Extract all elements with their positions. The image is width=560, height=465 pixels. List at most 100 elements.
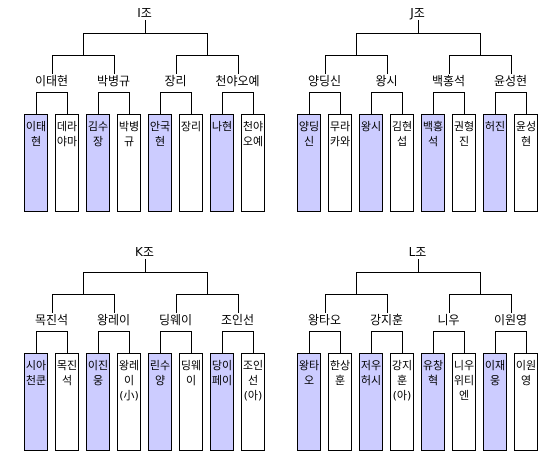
- player-name: 이진웅: [87, 359, 109, 387]
- bracket-line: [448, 294, 450, 320]
- bracket-line: [526, 331, 527, 353]
- semifinal-winner-label: 왕타오: [289, 313, 360, 327]
- player-box: 데라야마: [55, 114, 79, 212]
- bracket-line: [464, 92, 465, 114]
- bracket-line: [144, 19, 146, 33]
- bracket-line: [355, 272, 481, 273]
- player-name: 윤성현: [515, 120, 537, 148]
- semifinal-winner-label: 강지훈: [351, 313, 422, 327]
- bracket-line: [98, 92, 99, 114]
- bracket-line: [355, 33, 357, 55]
- player-box: 안국현: [148, 114, 172, 212]
- player-box: 이진웅: [86, 353, 110, 451]
- semifinal-winner-label: 윤성현: [475, 74, 546, 88]
- player-box: 권형진: [452, 114, 476, 212]
- bracket-line: [36, 92, 37, 114]
- player-box: 이원영: [514, 353, 538, 451]
- player-box: 조인선(아): [241, 353, 265, 451]
- bracket-line: [433, 331, 465, 332]
- player-name: 장리: [180, 120, 202, 133]
- semifinal-winner-label: 박병규: [78, 74, 149, 88]
- bracket-line: [324, 294, 326, 320]
- bracket-line: [309, 92, 341, 93]
- bracket-line: [495, 92, 527, 93]
- bracket-line: [98, 331, 99, 353]
- bracket-line: [237, 294, 239, 320]
- player-box: 나현: [210, 114, 234, 212]
- player-name: 시아천쿤: [25, 359, 47, 387]
- player-box: 천야오예: [241, 114, 265, 212]
- player-name: 딩웨이: [180, 359, 202, 387]
- semifinal-winner-label: 천야오예: [202, 74, 273, 88]
- player-name: 린수양: [149, 359, 171, 387]
- bracket-line: [222, 92, 254, 93]
- bracket-line: [160, 331, 161, 353]
- player-box: 백홍석: [421, 114, 445, 212]
- player-name: 강지훈(아): [391, 359, 413, 402]
- bracket-line: [113, 55, 115, 81]
- bracket-line: [340, 92, 341, 114]
- bracket-line: [371, 92, 403, 93]
- bracket-line: [402, 331, 403, 353]
- bracket-line: [222, 331, 254, 332]
- player-box: 양딩신: [297, 114, 321, 212]
- bracket-line: [417, 258, 419, 272]
- player-box: 시아천쿤: [24, 353, 48, 451]
- semifinal-winner-label: 백홍석: [413, 74, 484, 88]
- bracket-line: [160, 331, 192, 332]
- bracket-line: [433, 92, 465, 93]
- bracket-line: [191, 92, 192, 114]
- semifinal-winner-label: 딩웨이: [140, 313, 211, 327]
- player-box: 왕레이(小): [117, 353, 141, 451]
- bracket-line: [355, 272, 357, 294]
- bracket-line: [36, 331, 68, 332]
- semifinal-winner-label: 니우: [413, 313, 484, 327]
- player-box: 왕타오: [297, 353, 321, 451]
- player-name: 왕타오: [298, 359, 320, 387]
- player-name: 유창혁: [422, 359, 444, 387]
- player-name: 당이페이: [211, 359, 233, 387]
- bracket-line: [51, 294, 53, 320]
- group-title: I조: [114, 6, 175, 20]
- player-box: 무라카와: [328, 114, 352, 212]
- bracket-line: [510, 294, 512, 320]
- player-name: 권형진: [453, 120, 475, 148]
- bracket-line: [206, 33, 208, 55]
- bracket-line: [98, 92, 130, 93]
- bracket-line: [355, 33, 481, 34]
- bracket-line: [67, 92, 68, 114]
- player-box: 니우위티엔: [452, 353, 476, 451]
- player-name: 이태현: [25, 120, 47, 148]
- bracket-line: [479, 272, 481, 294]
- bracket-line: [191, 331, 192, 353]
- bracket-line: [82, 33, 84, 55]
- player-box: 목진석: [55, 353, 79, 451]
- bracket-line: [309, 331, 341, 332]
- player-box: 허진: [483, 114, 507, 212]
- player-name: 무라카와: [329, 120, 351, 148]
- group-title: K조: [114, 245, 175, 259]
- bracket-line: [144, 258, 146, 272]
- bracket-line: [495, 331, 527, 332]
- player-name: 양딩신: [298, 120, 320, 148]
- player-box: 박병규: [117, 114, 141, 212]
- bracket-line: [98, 331, 130, 332]
- bracket-line: [253, 331, 254, 353]
- player-name: 저우허시: [360, 359, 382, 387]
- player-box: 김수장: [86, 114, 110, 212]
- bracket-line: [222, 92, 223, 114]
- player-box: 한상훈: [328, 353, 352, 451]
- bracket-line: [222, 331, 223, 353]
- bracket-line: [309, 331, 310, 353]
- player-name: 김수장: [87, 120, 109, 148]
- bracket-line: [82, 33, 208, 34]
- player-name: 왕시: [360, 120, 382, 133]
- bracket-line: [386, 55, 388, 81]
- bracket-line: [309, 92, 310, 114]
- player-box: 장리: [179, 114, 203, 212]
